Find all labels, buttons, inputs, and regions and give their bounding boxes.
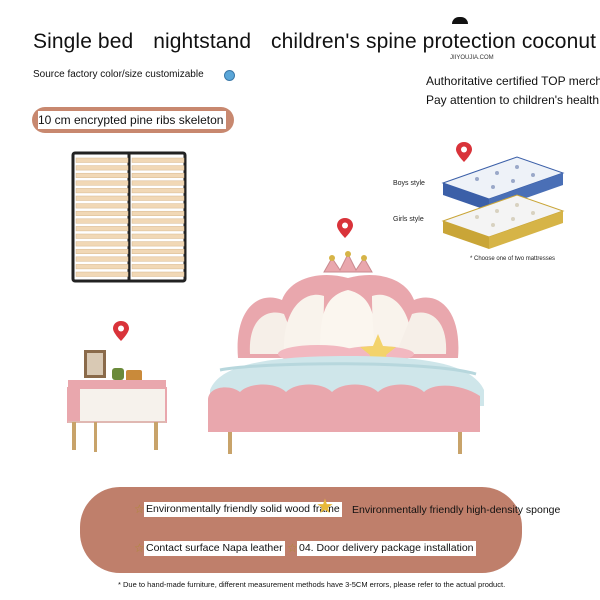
slat (131, 195, 185, 201)
slat (75, 165, 129, 171)
page-title: Single bed nightstand children's spine p… (33, 30, 600, 54)
slat (131, 180, 185, 186)
brand-logo-text: JIIYOUJIA.COM (450, 55, 494, 61)
slat (75, 210, 129, 216)
slat (131, 218, 185, 224)
slat (131, 157, 185, 163)
slat (131, 210, 185, 216)
slat (75, 188, 129, 194)
slat (131, 248, 185, 254)
slat (75, 256, 129, 262)
mattress-choice-note: * Choose one of two mattresses (470, 256, 556, 262)
feature-napa-leather: Contact surface Napa leather (144, 541, 285, 556)
title-spine-protection: children's spine protection coconut (271, 30, 597, 53)
title-nightstand: nightstand (153, 30, 252, 53)
feature-solid-wood: Environmentally friendly solid wood fram… (144, 502, 342, 517)
slat (131, 264, 185, 270)
customizable-subtitle: Source factory color/size customizable (33, 69, 204, 80)
slat (75, 271, 129, 277)
boys-style-label: Boys style (393, 180, 425, 187)
star-icon: ☆ (134, 502, 145, 516)
nightstand-illustration (67, 350, 167, 452)
slat (75, 218, 129, 224)
title-single-bed: Single bed (33, 30, 134, 53)
slat (75, 264, 129, 270)
slat (131, 172, 185, 178)
slat (75, 248, 129, 254)
princess-bed-illustration (208, 251, 484, 454)
skeleton-label: 10 cm encrypted pine ribs skeleton (38, 111, 226, 129)
slat (131, 188, 185, 194)
water-drop-icon (224, 70, 235, 81)
slat (75, 241, 129, 247)
slat (75, 203, 129, 209)
girls-style-label: Girls style (393, 216, 424, 223)
slat (131, 233, 185, 239)
location-pin-icon (113, 321, 129, 341)
certified-text: Authoritative certified TOP merch (426, 74, 600, 88)
star-icon: ☆ (287, 541, 298, 555)
slat (75, 195, 129, 201)
health-text: Pay attention to children's health (426, 93, 600, 107)
star-icon: ☆ (134, 541, 145, 555)
feature-delivery: 04. Door delivery package installation (297, 541, 476, 556)
mattress-illustration (441, 156, 565, 249)
location-pin-icon (456, 142, 472, 162)
slat (75, 233, 129, 239)
slat (75, 172, 129, 178)
slat (131, 256, 185, 262)
location-pin-icon (337, 218, 353, 238)
slat (75, 180, 129, 186)
slat (131, 203, 185, 209)
brand-logo-icon (452, 17, 468, 24)
slat-frame-illustration (71, 151, 187, 283)
star-icon: ★ (316, 496, 334, 518)
slat (131, 241, 185, 247)
footnote: * Due to hand-made furniture, different … (118, 580, 506, 589)
feature-sponge: Environmentally friendly high-density sp… (352, 504, 561, 516)
slat (131, 165, 185, 171)
slat (131, 271, 185, 277)
slat (75, 157, 129, 163)
features-panel (80, 487, 522, 573)
slat (131, 226, 185, 232)
slat (75, 226, 129, 232)
